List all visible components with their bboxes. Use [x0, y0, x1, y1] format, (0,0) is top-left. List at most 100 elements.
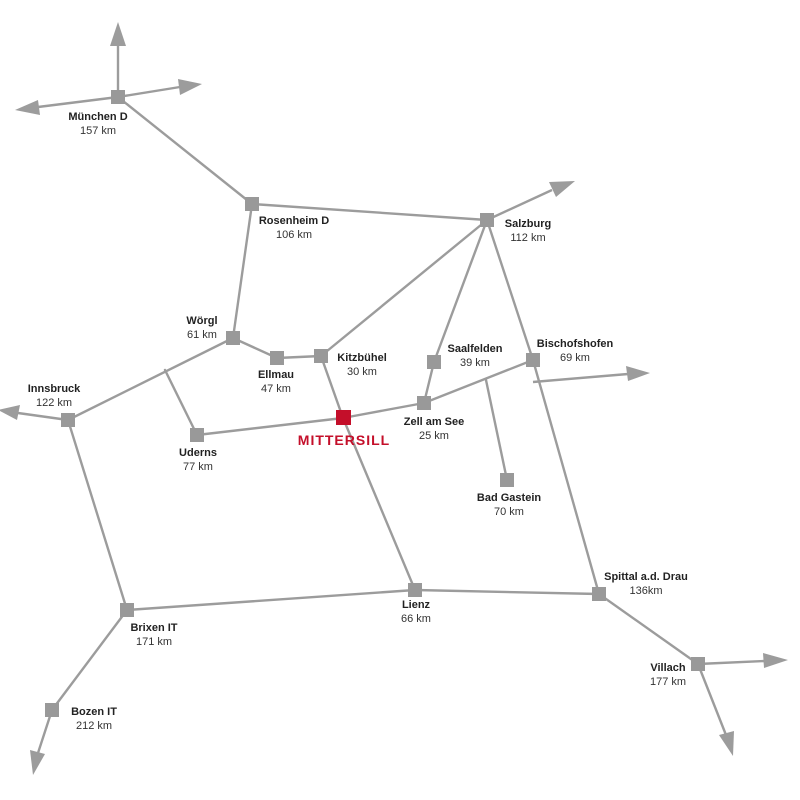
town-name: Villach — [650, 662, 686, 674]
town-label-saalfelden[interactable]: Saalfelden 39 km — [447, 342, 502, 370]
town-marker[interactable] — [120, 603, 134, 617]
town-label-ellmau[interactable]: Ellmau 47 km — [258, 368, 294, 396]
town-name: Bad Gastein — [476, 492, 542, 504]
arrow-west-icon — [0, 405, 20, 420]
town-name: München D — [68, 111, 128, 123]
town-name: Bischofshofen — [536, 338, 614, 350]
town-distance: 106 km — [275, 229, 313, 241]
town-distance: 112 km — [510, 232, 546, 244]
town-marker[interactable] — [226, 331, 240, 345]
town-distance: 122 km — [35, 397, 73, 409]
town-distance: 70 km — [494, 506, 524, 518]
town-name: Spittal a.d. Drau — [604, 571, 688, 583]
town-marker[interactable] — [111, 90, 125, 104]
town-label-kitzbuehel[interactable]: Kitzbühel 30 km — [337, 351, 387, 379]
arrow-east-icon — [626, 366, 650, 381]
town-marker[interactable] — [417, 396, 431, 410]
town-distance: 177 km — [649, 676, 687, 688]
town-label-villach[interactable]: Villach 177 km — [650, 661, 686, 689]
arrow-east-icon — [763, 653, 788, 668]
town-marker[interactable] — [45, 703, 59, 717]
road-lienz-spittal — [413, 588, 601, 596]
road-brixen-bozen — [50, 608, 129, 712]
road-salzburg-bischofshofen — [485, 218, 535, 362]
town-name: Brixen IT — [130, 622, 178, 634]
road-uderns-mittersill — [195, 416, 345, 437]
town-name: Salzburg — [504, 218, 552, 230]
road-bischofshofen-spittal — [531, 358, 601, 596]
arrow-west-icon — [15, 100, 40, 115]
town-distance: 39 km — [460, 357, 490, 369]
town-marker[interactable] — [691, 657, 705, 671]
arrow-south-icon — [719, 731, 734, 756]
town-marker[interactable] — [480, 213, 494, 227]
town-label-badgastein[interactable]: Bad Gastein 70 km — [477, 491, 541, 519]
town-distance: 157 km — [79, 125, 117, 137]
town-label-bischofshofen[interactable]: Bischofshofen 69 km — [537, 337, 613, 365]
town-label-rosenheim[interactable]: Rosenheim D 106 km — [259, 214, 329, 242]
road-ellmau-kitzbuehel — [275, 354, 323, 360]
town-distance: 61 km — [187, 329, 217, 341]
town-label-brixen[interactable]: Brixen IT 171 km — [130, 621, 177, 649]
road-mittersill-zellamsee — [341, 401, 426, 420]
road-brixen-lienz — [125, 588, 417, 612]
town-marker[interactable] — [592, 587, 606, 601]
road-muenchen-rosenheim — [116, 95, 254, 206]
town-name: Kitzbühel — [337, 352, 387, 364]
road-mittersill-lienz — [341, 416, 417, 592]
town-name: Lienz — [401, 599, 431, 611]
town-name: Wörgl — [186, 315, 218, 327]
town-markers — [45, 90, 705, 717]
town-marker[interactable] — [190, 428, 204, 442]
town-distance: 136km — [629, 585, 663, 597]
town-marker[interactable] — [427, 355, 441, 369]
road-uderns-branch — [163, 368, 199, 437]
town-marker[interactable] — [526, 353, 540, 367]
town-label-uderns[interactable]: Uderns 77 km — [179, 446, 217, 474]
town-label-spittal[interactable]: Spittal a.d. Drau 136km — [604, 570, 688, 598]
town-marker[interactable] — [270, 351, 284, 365]
town-marker[interactable] — [61, 413, 75, 427]
town-marker[interactable] — [408, 583, 422, 597]
town-name: Uderns — [179, 447, 217, 459]
town-distance: 30 km — [347, 366, 377, 378]
town-name: Zell am See — [403, 416, 465, 428]
town-name: Rosenheim D — [258, 215, 330, 227]
road-saalfelden-salzburg — [432, 218, 489, 364]
town-name: Innsbruck — [27, 383, 81, 395]
town-distance: 69 km — [560, 352, 590, 364]
town-label-salzburg[interactable]: Salzburg 112 km — [505, 217, 551, 245]
town-label-woergl[interactable]: Wörgl 61 km — [186, 314, 217, 342]
outgoing-arrows — [0, 22, 788, 775]
arrow-south-icon — [30, 750, 45, 775]
town-distance: 171 km — [135, 636, 173, 648]
town-distance: 47 km — [261, 383, 291, 395]
town-distance: 25 km — [419, 430, 449, 442]
road-network — [50, 95, 700, 712]
town-name: Bozen IT — [71, 706, 117, 718]
town-label-bozen[interactable]: Bozen IT 212 km — [71, 705, 117, 733]
town-label-muenchen[interactable]: München D 157 km — [68, 110, 127, 138]
town-name: Ellmau — [257, 369, 295, 381]
road-kitzbuehel-mittersill — [319, 354, 345, 420]
town-distance: 212 km — [75, 720, 113, 732]
town-distance: 66 km — [401, 613, 431, 625]
town-marker[interactable] — [500, 473, 514, 487]
arrow-north-icon — [110, 22, 126, 46]
town-label-innsbruck[interactable]: Innsbruck 122 km — [28, 382, 81, 410]
road-rosenheim-woergl — [231, 202, 254, 340]
town-label-zellamsee[interactable]: Zell am See 25 km — [404, 415, 465, 443]
mittersill-marker[interactable] — [336, 410, 351, 425]
road-badgastein-branch — [484, 378, 509, 482]
town-marker[interactable] — [245, 197, 259, 211]
road-zellamsee-bischofshofen — [422, 358, 535, 405]
town-distance: 77 km — [183, 461, 213, 473]
center-town-label[interactable]: MITTERSILL — [297, 432, 391, 448]
town-name: Saalfelden — [447, 343, 503, 355]
arrow-northeast-icon — [549, 181, 575, 197]
town-label-lienz[interactable]: Lienz 66 km — [401, 598, 431, 626]
town-marker[interactable] — [314, 349, 328, 363]
road-spittal-villach — [597, 592, 700, 666]
road-rosenheim-salzburg — [250, 202, 489, 222]
